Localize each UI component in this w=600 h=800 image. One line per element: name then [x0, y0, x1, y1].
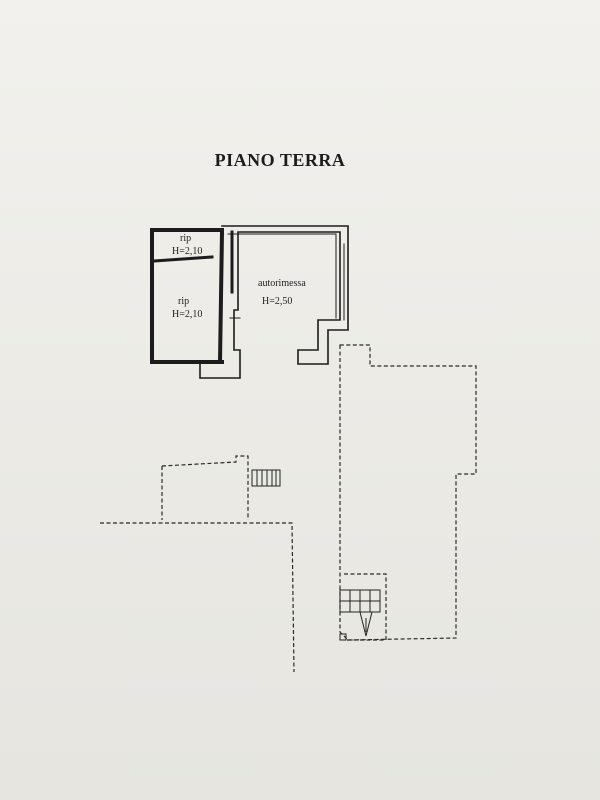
- room-storage-1-name: rip: [180, 233, 192, 244]
- dashed-outlines: [100, 344, 477, 673]
- storage-partition: [152, 255, 214, 263]
- storage-wall-outer: [150, 230, 224, 364]
- room-garage-name: autorimessa: [258, 278, 306, 289]
- room-storage-2-height: H=2,10: [172, 309, 203, 320]
- adjacent-building: [161, 455, 249, 520]
- courtyard-outline: [339, 344, 477, 641]
- garage-wall-inner-line: [227, 233, 337, 319]
- small-stair: [251, 469, 281, 487]
- room-garage-height: H=2,50: [262, 296, 293, 307]
- stair-outline: [344, 573, 387, 641]
- room-storage-2-name: rip: [178, 296, 190, 307]
- storage-wall-inner: [217, 229, 225, 365]
- plan-title: PIANO TERRA: [214, 150, 346, 170]
- building-outline: [150, 225, 349, 379]
- lower-boundary: [100, 522, 295, 673]
- garage-walls: [199, 225, 349, 379]
- room-storage-1-height: H=2,10: [172, 246, 203, 257]
- courtyard-stair: [339, 589, 381, 641]
